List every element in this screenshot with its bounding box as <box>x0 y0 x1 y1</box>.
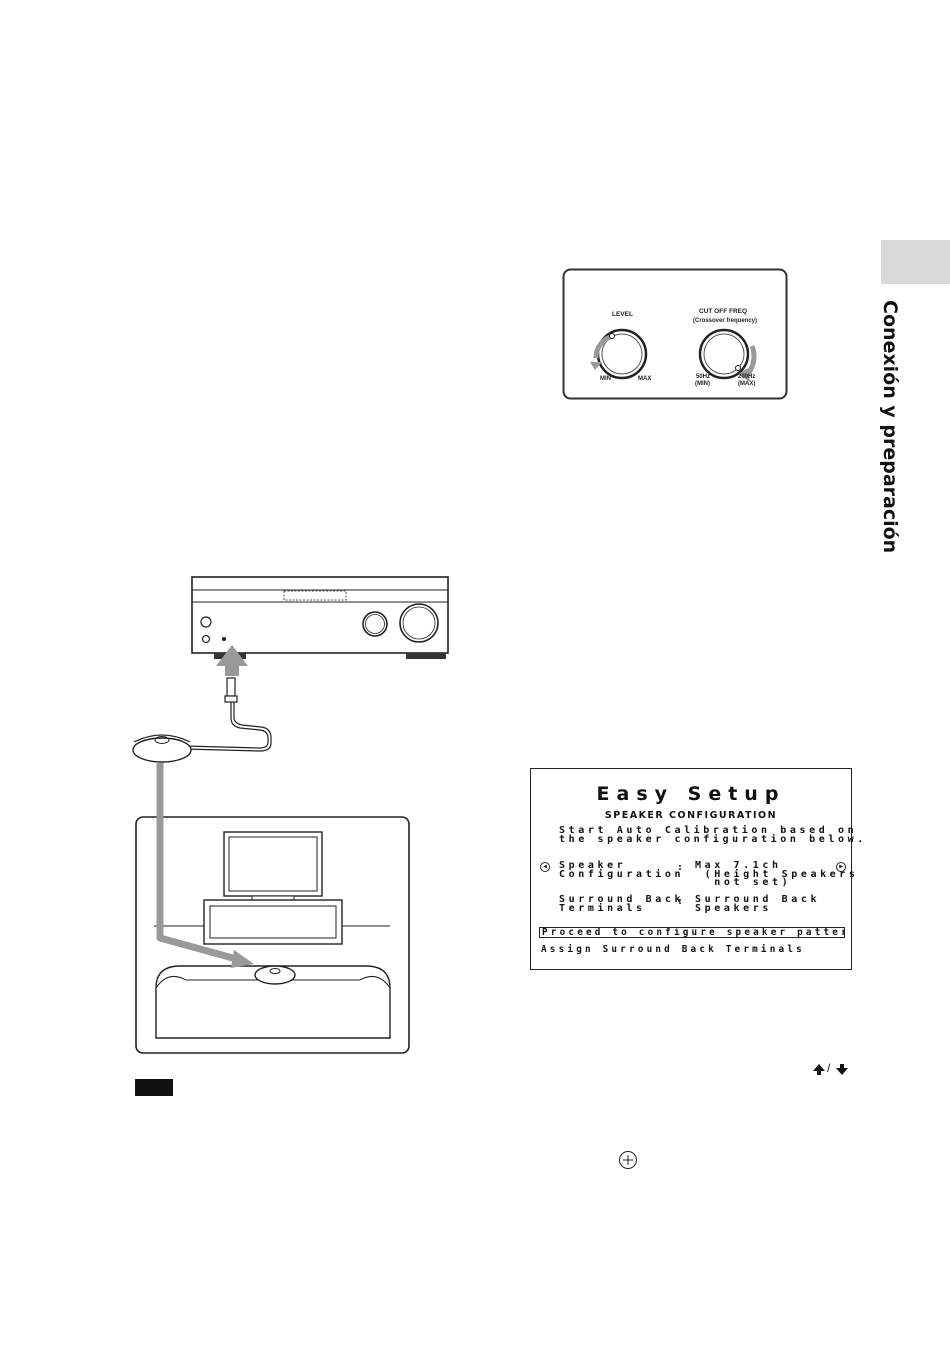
row-separator: : <box>677 896 684 907</box>
television <box>223 831 323 901</box>
cutoff-title: CUT OFF FREQ <box>699 308 747 315</box>
level-knob <box>590 328 648 380</box>
easy-setup-screen: Easy Setup SPEAKER CONFIGURATION Start A… <box>530 768 863 970</box>
speaker-configuration-label: Speaker Configuration <box>559 860 685 880</box>
calibration-mic-illustration <box>132 576 449 1054</box>
row-separator: : <box>677 862 684 873</box>
enter-icon <box>619 1151 637 1169</box>
setup-instruction: Start Auto Calibration based on the spea… <box>559 825 867 845</box>
speaker-configuration-value[interactable]: Max 7.1ch (Height Speakers not set) <box>695 860 859 889</box>
section-tab <box>881 240 950 284</box>
menu-item-assign[interactable]: Assign Surround Back Terminals <box>541 944 805 955</box>
up-arrow-icon <box>813 1064 825 1075</box>
menu-item-proceed[interactable]: Proceed to configure speaker pattern <box>539 927 845 938</box>
av-receiver <box>191 576 449 659</box>
surround-back-terminals-value[interactable]: Surround Back Speakers <box>695 894 821 914</box>
right-arrow-icon[interactable]: ▶ <box>836 862 846 872</box>
setup-subtitle: SPEAKER CONFIGURATION <box>604 810 778 821</box>
note-badge <box>135 1079 173 1096</box>
left-arrow-icon[interactable]: ◀ <box>540 862 550 872</box>
calibration-mic-placed <box>254 965 296 985</box>
surround-back-terminals-label: Surround Back Terminals <box>559 894 685 914</box>
separator-slash: / <box>827 1061 831 1075</box>
calibration-mic <box>132 734 192 763</box>
subwoofer-knob-panel: LEVEL MIN MAX CUT OFF FREQ (Crossover fr… <box>562 268 788 400</box>
cutoff-max-label: 200Hz <box>738 374 755 380</box>
cutoff-knob <box>698 328 757 382</box>
cutoff-max-sub: (MAX) <box>738 381 755 387</box>
setup-title: Easy Setup <box>596 783 786 805</box>
down-arrow-icon <box>836 1064 848 1075</box>
level-max-label: MAX <box>638 376 651 382</box>
cutoff-min-sub: (MIN) <box>695 381 710 387</box>
section-title: Conexión y preparación <box>879 300 901 554</box>
tv-stand <box>203 899 343 945</box>
cutoff-subtitle: (Crossover frequency) <box>693 318 757 324</box>
level-label: LEVEL <box>612 311 633 318</box>
cutoff-min-label: 50Hz <box>696 374 710 380</box>
level-min-label: MIN <box>600 376 611 382</box>
insert-arrow-icon <box>216 645 248 676</box>
